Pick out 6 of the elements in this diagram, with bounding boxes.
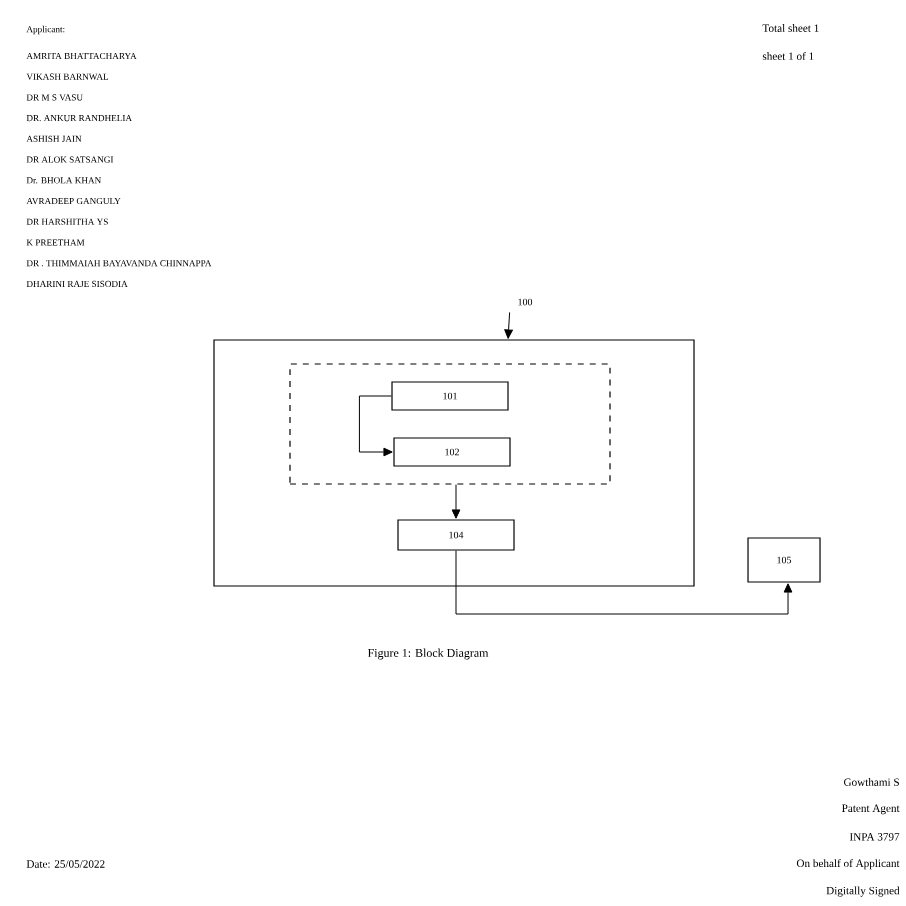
- dashed-box: [289, 363, 611, 485]
- leader-arrow: [504, 311, 513, 339]
- arrow: [451, 484, 461, 519]
- arrow: [358, 395, 393, 457]
- outer-box: [213, 339, 695, 587]
- arrow: [455, 550, 793, 615]
